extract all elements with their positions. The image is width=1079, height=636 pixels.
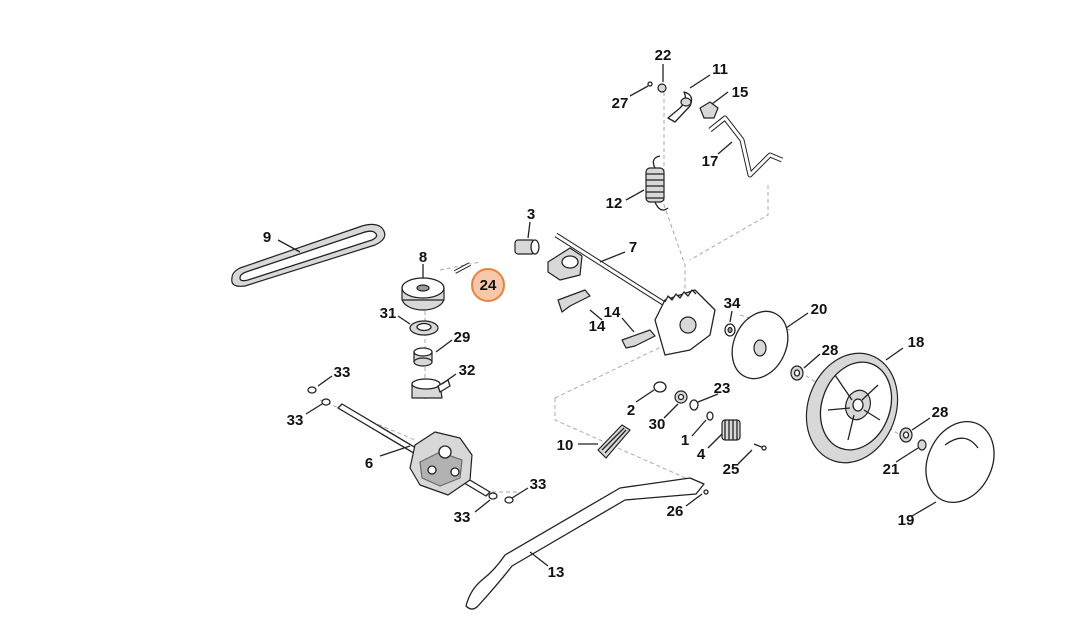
- label-24: 24: [480, 277, 497, 294]
- label-2[interactable]: 2: [627, 402, 635, 419]
- ring: [307, 386, 514, 504]
- bearing: [409, 320, 439, 336]
- label-12[interactable]: 12: [606, 195, 623, 212]
- label-13[interactable]: 13: [548, 564, 565, 581]
- wire-handle: [708, 115, 783, 178]
- label-4[interactable]: 4: [697, 446, 706, 463]
- label-15[interactable]: 15: [732, 84, 749, 101]
- label-19[interactable]: 19: [898, 512, 915, 529]
- drive-lever: [465, 477, 705, 610]
- spacer: [674, 390, 688, 404]
- hub-cap: [925, 420, 995, 504]
- lever-lower: [621, 329, 656, 349]
- wheel-cover-disc: [731, 310, 789, 380]
- clamp-bracket: [411, 378, 451, 399]
- small-washer: [653, 381, 667, 393]
- label-33-left[interactable]: 33: [287, 412, 304, 429]
- o-ring: [689, 399, 699, 411]
- label-17[interactable]: 17: [702, 153, 719, 170]
- callout-highlight-24[interactable]: 24: [471, 268, 505, 302]
- label-20[interactable]: 20: [811, 301, 828, 318]
- label-7[interactable]: 7: [629, 239, 637, 256]
- pulley: [401, 277, 445, 311]
- wheel-nut: [917, 439, 927, 451]
- pad: [597, 424, 631, 459]
- label-33-top-left[interactable]: 33: [334, 364, 351, 381]
- label-30[interactable]: 30: [649, 416, 666, 433]
- label-33-bottom[interactable]: 33: [454, 509, 471, 526]
- pinion: [721, 419, 741, 441]
- part-labels: 22 27 11 15 17 12 3 7 9 8 31 29 32 33 33…: [263, 47, 949, 581]
- label-22[interactable]: 22: [655, 47, 672, 64]
- knob: [699, 101, 719, 119]
- label-32[interactable]: 32: [459, 362, 476, 379]
- wheel-washer-inner: [790, 365, 804, 381]
- drive-belt: [231, 223, 386, 287]
- label-34[interactable]: 34: [724, 295, 741, 312]
- tension-spring: [645, 155, 669, 211]
- label-25[interactable]: 25: [723, 461, 740, 478]
- label-3[interactable]: 3: [527, 206, 535, 223]
- label-29[interactable]: 29: [454, 329, 471, 346]
- label-27[interactable]: 27: [612, 95, 629, 112]
- lever-upper: [557, 289, 591, 313]
- label-18[interactable]: 18: [908, 334, 925, 351]
- label-10[interactable]: 10: [557, 437, 574, 454]
- label-14-lower[interactable]: 14: [589, 318, 606, 335]
- gearbox: [337, 403, 491, 497]
- label-21[interactable]: 21: [883, 461, 900, 478]
- label-28-upper[interactable]: 28: [822, 342, 839, 359]
- label-9[interactable]: 9: [263, 229, 271, 246]
- washer: [724, 323, 736, 337]
- label-6[interactable]: 6: [365, 455, 373, 472]
- screw: [703, 489, 709, 495]
- bushing: [413, 347, 433, 367]
- clip: [647, 81, 667, 93]
- label-31[interactable]: 31: [380, 305, 397, 322]
- label-33-right[interactable]: 33: [530, 476, 547, 493]
- label-28-lower[interactable]: 28: [932, 404, 949, 421]
- wheel-washer-outer: [899, 427, 913, 443]
- label-8[interactable]: 8: [419, 249, 427, 266]
- wheel: [805, 352, 899, 464]
- label-23[interactable]: 23: [714, 380, 731, 397]
- label-14-upper[interactable]: 14: [604, 304, 621, 321]
- seal-ring: [706, 411, 714, 421]
- label-11[interactable]: 11: [712, 61, 728, 78]
- small-bushing: [514, 239, 540, 255]
- gear-sector: [654, 289, 716, 356]
- torsion-spring: [667, 91, 693, 123]
- label-26[interactable]: 26: [667, 503, 684, 520]
- pin: [454, 262, 471, 274]
- leader-lines: [277, 64, 937, 567]
- label-1[interactable]: 1: [681, 432, 689, 449]
- cotter-pin: [753, 443, 767, 451]
